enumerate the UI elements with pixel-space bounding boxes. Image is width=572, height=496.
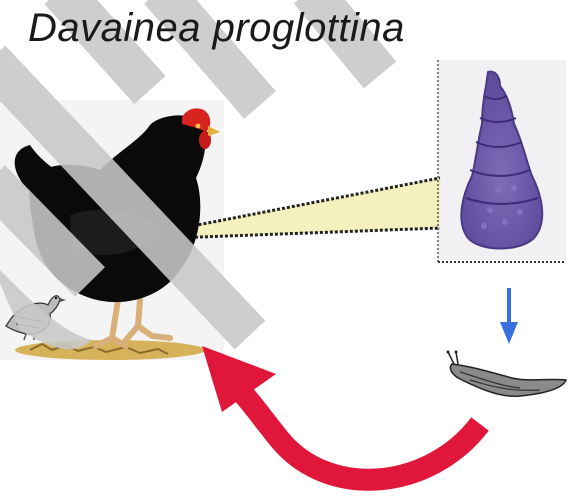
diagram-title: Davainea proglottina	[28, 6, 405, 51]
